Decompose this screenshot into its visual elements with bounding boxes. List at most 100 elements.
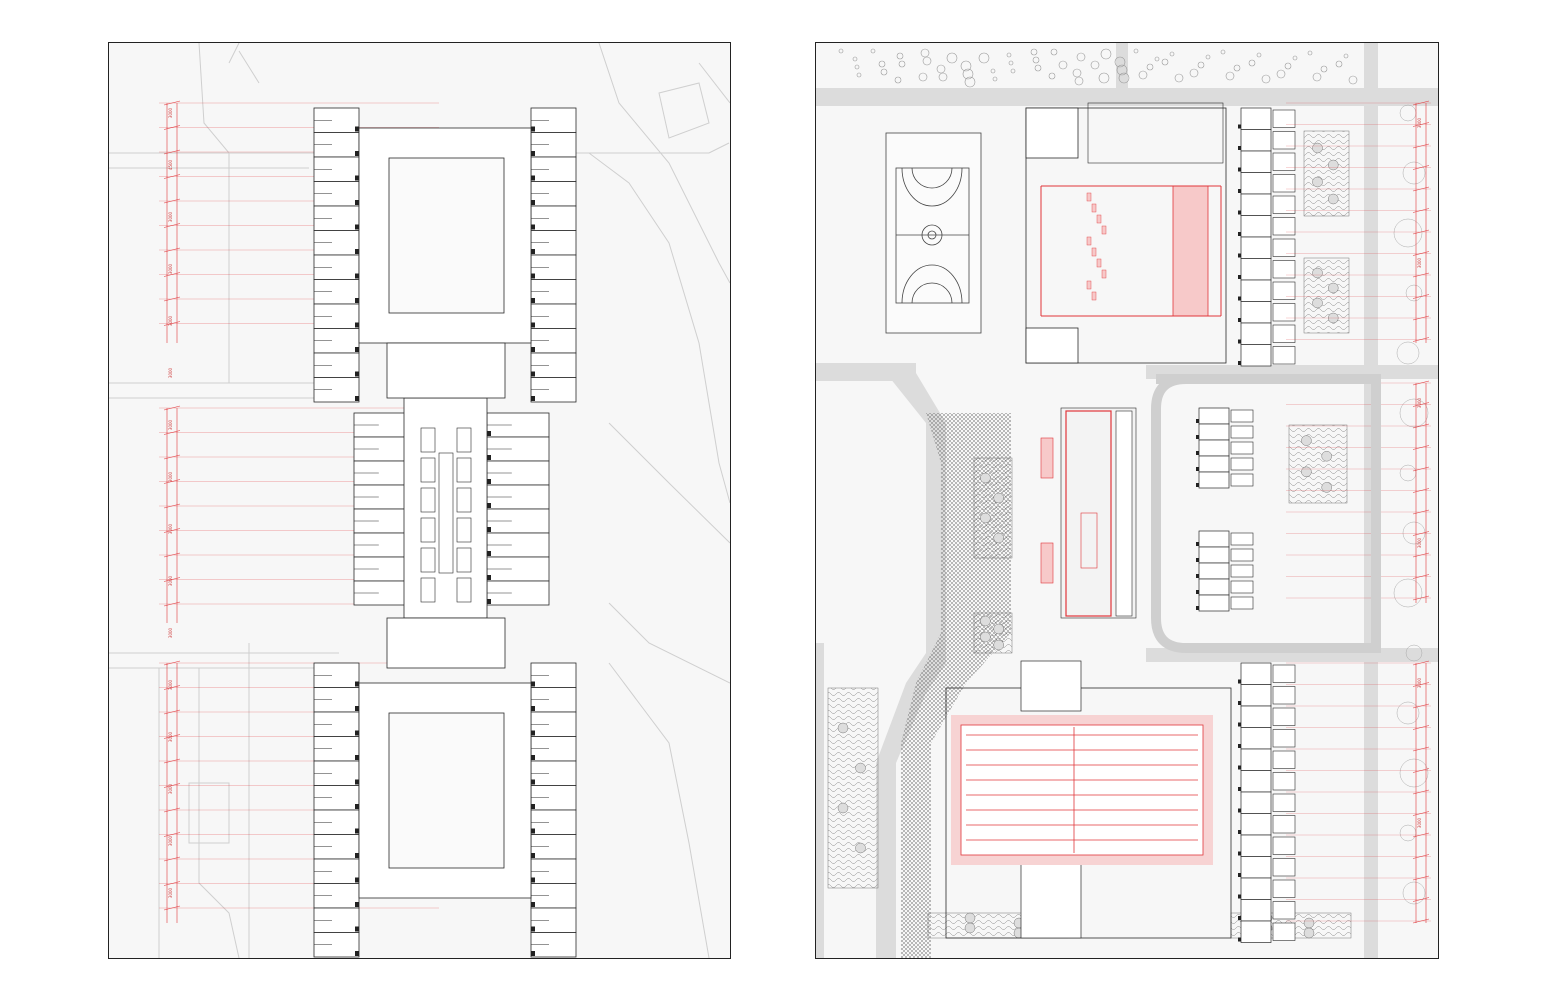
dimension-tick bbox=[163, 125, 181, 130]
dorm-bathroom bbox=[1272, 152, 1296, 171]
tree-canopy bbox=[1008, 60, 1014, 66]
unit-door-mark bbox=[1238, 318, 1241, 322]
bleacher-seat bbox=[1091, 203, 1097, 213]
dimension-tick bbox=[1412, 509, 1430, 515]
dimension-tick bbox=[1412, 531, 1430, 536]
dimension-tick bbox=[1412, 574, 1430, 579]
unit-door-mark bbox=[1238, 210, 1241, 215]
hall-table bbox=[420, 457, 436, 483]
dorm-unit bbox=[1198, 455, 1230, 473]
tree-canopy bbox=[1010, 68, 1016, 74]
tree-canopy bbox=[918, 72, 928, 82]
unit-door-mark bbox=[1196, 467, 1199, 471]
dimension-tick bbox=[163, 709, 181, 715]
unit-door-mark bbox=[355, 926, 359, 932]
gym-storage bbox=[1025, 327, 1079, 364]
dimension-tick bbox=[1412, 789, 1430, 795]
dorm-unit bbox=[1240, 920, 1272, 943]
dimension-tick bbox=[1412, 466, 1430, 472]
dimension-tick bbox=[1412, 100, 1430, 106]
hall-table bbox=[456, 547, 472, 573]
shrub bbox=[1312, 267, 1323, 279]
dimension-label: 3000 bbox=[1417, 817, 1422, 828]
dorm-bathroom bbox=[1272, 260, 1296, 279]
unit-door-mark bbox=[355, 126, 359, 132]
street-tree bbox=[1402, 521, 1426, 545]
dimension-tick bbox=[163, 247, 181, 253]
site-context bbox=[109, 43, 730, 958]
service-court bbox=[1087, 102, 1224, 164]
dimension-tick bbox=[1412, 552, 1430, 558]
dimension-label: 3000 bbox=[168, 679, 173, 690]
dimension-label: 3000 bbox=[168, 471, 173, 482]
unit-door-mark bbox=[531, 681, 535, 687]
dorm-bathroom bbox=[1272, 174, 1296, 193]
dorm-bathroom bbox=[1272, 346, 1296, 365]
tree-canopy bbox=[1312, 72, 1322, 82]
dorm-unit bbox=[1240, 172, 1272, 195]
shrub bbox=[1321, 450, 1332, 462]
tree-canopy bbox=[1256, 52, 1262, 58]
unit-door-mark bbox=[531, 926, 535, 932]
bleacher-seat bbox=[1096, 258, 1102, 268]
dorm-unit bbox=[1240, 662, 1272, 685]
changing-rooms bbox=[1020, 660, 1082, 712]
hall-table bbox=[420, 427, 436, 453]
unit-door-mark bbox=[531, 396, 535, 401]
pool-service-rooms bbox=[1020, 862, 1082, 939]
dorm-bathroom bbox=[1230, 473, 1254, 487]
tree-canopy bbox=[920, 48, 930, 58]
unit-door-mark bbox=[487, 479, 491, 484]
dimension-tick bbox=[1412, 660, 1430, 666]
gym-office bbox=[1025, 107, 1079, 159]
dorm-bathroom bbox=[1272, 707, 1296, 726]
street-tree bbox=[1399, 104, 1417, 122]
unit-door-mark bbox=[355, 249, 359, 254]
tree-canopy bbox=[1076, 52, 1086, 62]
dimension-tick bbox=[163, 601, 181, 607]
tree-canopy bbox=[878, 60, 886, 68]
dimension-tick bbox=[163, 734, 181, 739]
natatorium-outline bbox=[945, 687, 1232, 939]
tree-canopy bbox=[936, 64, 946, 74]
dorm-bathroom bbox=[1230, 409, 1254, 423]
building-blocks bbox=[313, 107, 577, 958]
tree-canopy bbox=[1169, 51, 1175, 57]
hall-table bbox=[456, 577, 472, 603]
unit-door-mark bbox=[1238, 744, 1241, 748]
dimension-label: 3000 bbox=[1417, 397, 1422, 408]
tree-canopy bbox=[1138, 70, 1148, 80]
dorm-bathroom bbox=[1272, 195, 1296, 214]
connector-north bbox=[386, 342, 506, 399]
dimension-label: 3000 bbox=[168, 367, 173, 378]
shrub bbox=[993, 639, 1004, 651]
shrub bbox=[1312, 142, 1323, 154]
dimension-tick bbox=[163, 272, 181, 277]
tree-canopy bbox=[880, 68, 888, 76]
dorm-unit bbox=[1240, 258, 1272, 281]
dimension-tick bbox=[163, 174, 181, 179]
dimension-tick bbox=[163, 149, 181, 155]
unit-door-mark bbox=[1238, 167, 1241, 172]
tree-canopy bbox=[1320, 65, 1328, 73]
dimension-tick bbox=[163, 454, 181, 460]
tree-canopy bbox=[856, 72, 862, 78]
dimension-tick bbox=[1412, 897, 1430, 902]
unit-door-mark bbox=[355, 951, 359, 956]
unit-door-mark bbox=[355, 151, 359, 156]
unit-door-mark bbox=[355, 200, 359, 205]
unit-door-mark bbox=[1196, 558, 1199, 562]
dorm-unit bbox=[1240, 705, 1272, 728]
dorm-bathroom bbox=[1272, 217, 1296, 236]
unit-door-mark bbox=[1238, 894, 1241, 899]
dimension-label: 3000 bbox=[168, 315, 173, 326]
dorm-unit bbox=[1240, 748, 1272, 771]
dimension-tick bbox=[1412, 746, 1430, 752]
tree-canopy bbox=[1205, 54, 1211, 60]
unit-door-mark bbox=[1238, 146, 1241, 150]
bleacher-seat bbox=[1091, 247, 1097, 257]
unit-door-mark bbox=[355, 322, 359, 328]
tree-canopy bbox=[854, 64, 860, 70]
unit-door-mark bbox=[487, 455, 491, 460]
